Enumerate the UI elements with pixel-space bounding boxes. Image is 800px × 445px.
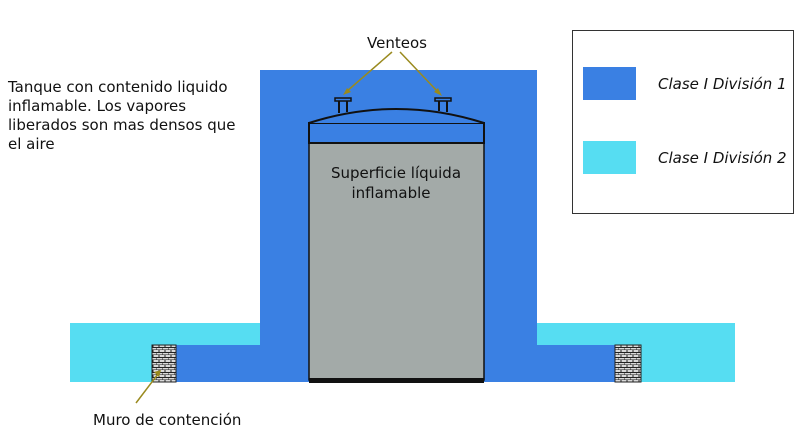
- description-line: liberados son mas densos que: [8, 116, 236, 134]
- vents-label: Venteos: [367, 34, 427, 52]
- vent-left: [334, 97, 352, 113]
- legend: Clase I División 1 Clase I División 2: [572, 30, 794, 214]
- legend-label-division2: Clase I División 2: [658, 148, 787, 167]
- legend-swatch-division1: [583, 67, 636, 100]
- containment-wall-right: [614, 344, 642, 383]
- wall-arrow: [135, 370, 161, 404]
- containment-wall-label: Muro de contención: [93, 411, 241, 429]
- liquid-surface-label-line1: Superficie líquida: [331, 164, 461, 182]
- tank-band: [308, 122, 485, 144]
- vent-right: [434, 97, 452, 112]
- tank-roof: [308, 108, 485, 124]
- description-line: Tanque con contenido liquido: [8, 78, 228, 96]
- vent-arrow-right: [399, 51, 442, 96]
- tank-base: [309, 378, 484, 383]
- liquid-surface-label-line2: inflamable: [351, 184, 430, 202]
- vent-arrow-left: [343, 51, 393, 95]
- description-line: inflamable. Los vapores: [8, 97, 187, 115]
- description-line: el aire: [8, 135, 55, 153]
- legend-item-division1: Clase I División 1: [583, 67, 787, 100]
- tank-body: [308, 139, 485, 381]
- legend-swatch-division2: [583, 141, 636, 174]
- legend-item-division2: Clase I División 2: [583, 141, 787, 174]
- legend-label-division1: Clase I División 1: [658, 74, 787, 93]
- tank-description: Tanque con contenido liquido inflamable.…: [8, 78, 258, 154]
- tank: [308, 108, 485, 383]
